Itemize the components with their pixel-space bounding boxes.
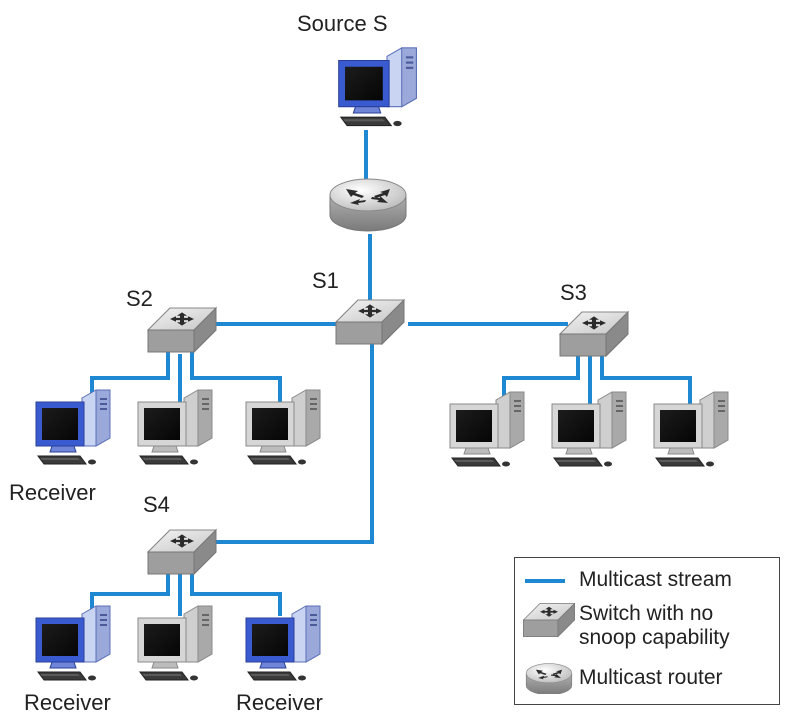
computer-s2-middle xyxy=(137,389,213,465)
legend-label-multicast-router: Multicast router xyxy=(579,666,723,689)
label-receiver-s2: Receiver xyxy=(9,480,96,505)
legend-label-multicast-stream: Multicast stream xyxy=(579,568,732,591)
legend-label-switch-line1: Switch with no xyxy=(579,602,714,625)
switch-icon xyxy=(521,602,577,638)
link-s4-pc3 xyxy=(190,570,282,616)
multicast-links xyxy=(90,130,692,616)
link-s2-pc3 xyxy=(190,350,282,402)
label-s3: S3 xyxy=(560,280,587,305)
label-s2: S2 xyxy=(126,286,153,311)
receiver-computer-s4-right xyxy=(245,605,321,681)
label-receiver-s4-left: Receiver xyxy=(24,690,111,715)
link-s3-pc1 xyxy=(502,352,580,404)
source-computer xyxy=(338,47,417,127)
link-s1-s4 xyxy=(214,342,374,544)
switch-s1 xyxy=(336,300,404,344)
label-s1: S1 xyxy=(312,268,339,293)
label-source: Source S xyxy=(297,11,388,36)
switch-s2 xyxy=(148,308,216,352)
router-icon xyxy=(525,663,573,694)
switch-s4 xyxy=(148,530,216,574)
label-s4: S4 xyxy=(143,492,170,517)
legend: Multicast stream Switch with no snoop ca… xyxy=(514,557,780,705)
receiver-computer-s4-left xyxy=(35,605,111,681)
switch-s3 xyxy=(560,312,628,356)
multicast-router xyxy=(329,178,407,232)
computer-s3-left xyxy=(449,391,525,467)
receiver-computer-s2 xyxy=(35,389,111,465)
legend-label-switch-line2: snoop capability xyxy=(579,626,730,649)
legend-line-swatch xyxy=(525,579,565,583)
link-s2-pc1 xyxy=(90,350,170,402)
link-s4-pc1 xyxy=(90,570,170,616)
link-s3-pc3 xyxy=(600,352,692,404)
computer-s4-middle xyxy=(137,605,213,681)
computer-s2-right xyxy=(245,389,321,465)
label-receiver-s4-right: Receiver xyxy=(236,690,323,715)
